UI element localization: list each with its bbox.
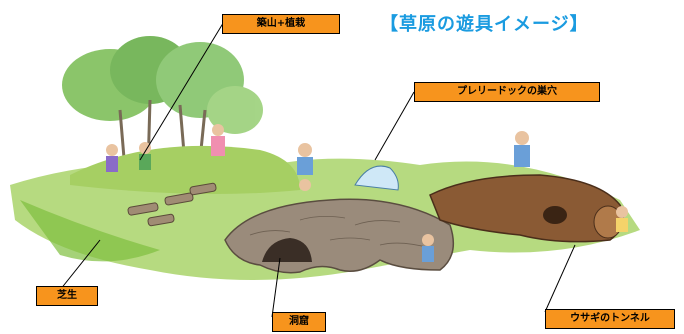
label-lawn: 芝生 bbox=[36, 286, 98, 306]
lawn-shade bbox=[20, 200, 160, 262]
label-rabbit-tunnel: ウサギのトンネル bbox=[545, 309, 675, 329]
mound bbox=[70, 145, 300, 194]
log-hole bbox=[543, 206, 567, 224]
tree-group bbox=[62, 36, 263, 171]
illustration-title: 【草原の遊具イメージ】 bbox=[380, 14, 589, 35]
leader-lines bbox=[59, 19, 576, 318]
burrow-dome bbox=[354, 165, 399, 191]
label-mound: 築山+植栽 bbox=[222, 14, 340, 34]
stepping-logs bbox=[127, 182, 217, 227]
label-cave: 洞窟 bbox=[272, 312, 326, 332]
label-prairie-dog-burrow: プレリードックの巣穴 bbox=[414, 82, 600, 102]
cave-opening bbox=[262, 238, 312, 262]
children-figures bbox=[106, 124, 628, 262]
